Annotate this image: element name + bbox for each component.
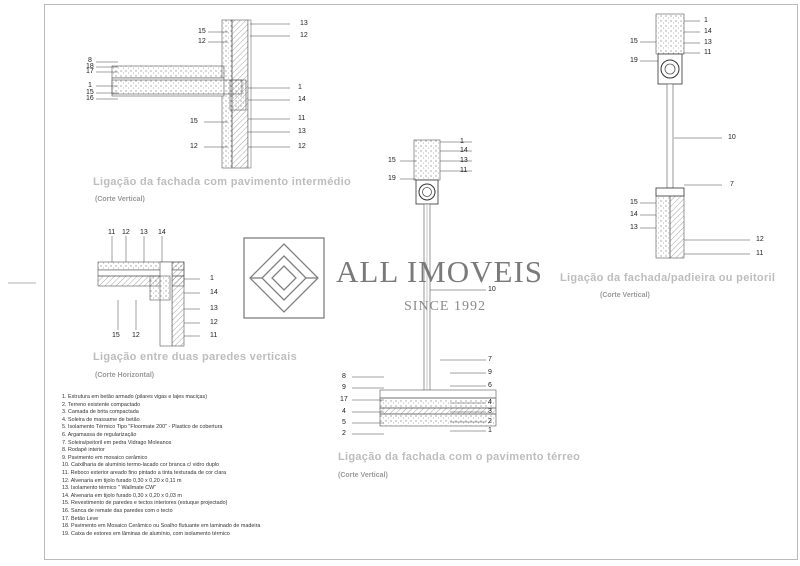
subtitle-intermediate: (Corte Vertical) [95, 196, 145, 203]
drawing-frame [44, 4, 798, 560]
callout: 17 [86, 68, 94, 75]
callout: 10 [728, 134, 736, 141]
legend-item: 1. Estrutura em betão armado (pilares vi… [62, 394, 208, 400]
callout: 14 [460, 147, 468, 154]
title-parapet: Ligação da fachada/padieira ou peitoril [560, 272, 776, 284]
callout: 1 [298, 84, 302, 91]
subtitle-walls: (Corte Horizontal) [95, 372, 155, 379]
legend-item: 3. Camada de brita compactada [62, 409, 139, 416]
legend-item: 5. Isolamento Térmico Tipo "Floormate 20… [62, 424, 223, 431]
callout: 19 [388, 175, 396, 182]
callout: 11 [108, 229, 116, 236]
legend-item: 18. Pavimento em Mosaico Cerâmico ou Soa… [62, 523, 261, 530]
detail-parapet [640, 13, 750, 259]
legend-item: 13. Isolamento térmico " Wallmate CW" [62, 485, 157, 492]
callout: 12 [298, 143, 306, 150]
callout: 18 [86, 63, 94, 70]
callout: 1 [704, 17, 708, 24]
title-walls: Ligação entre duas paredes verticais [93, 351, 297, 363]
detail-intermediate-floor [96, 19, 290, 169]
legend-item: 11. Reboco exterior areado fino pintado … [62, 469, 227, 476]
callout: 15 [630, 38, 638, 45]
callout: 12 [132, 332, 140, 339]
callout: 14 [298, 96, 306, 103]
detail-wall-corner [97, 236, 200, 347]
detail-ground-floor [352, 139, 497, 435]
subtitle-ground: (Corte Vertical) [338, 472, 388, 479]
callout: 12 [122, 229, 130, 236]
callout: 12 [300, 32, 308, 39]
callout: 3 [488, 408, 492, 415]
callout: 16 [86, 95, 94, 102]
callout: 12 [198, 38, 206, 45]
callout: 15 [198, 28, 206, 35]
legend-item: 4. Soleira de massame de betão [62, 416, 140, 423]
callout: 1 [460, 138, 464, 145]
callout: 19 [630, 57, 638, 64]
legend-item: 6. Argamassa de regularização [62, 431, 137, 438]
callout: 15 [630, 199, 638, 206]
callout: 15 [112, 332, 120, 339]
callout: 11 [756, 250, 764, 257]
callout: 4 [342, 408, 346, 415]
callout: 10 [488, 286, 496, 293]
callout: 9 [342, 384, 346, 391]
callout: 13 [210, 305, 218, 312]
callout: 14 [210, 289, 218, 296]
callout: 11 [460, 167, 468, 174]
callout: 12 [210, 319, 218, 326]
title-ground: Ligação da fachada com o pavimento térre… [338, 451, 581, 463]
callout: 15 [190, 118, 198, 125]
callout: 15 [86, 89, 94, 96]
watermark-logo [243, 237, 325, 319]
legend-item: 16. Sanca de remate das paredes com o te… [62, 507, 173, 514]
callout: 14 [158, 229, 166, 236]
legend-item: 17. Betão Leve [62, 515, 99, 522]
legend-item: 19. Caixa de estores em lâminas de alumí… [62, 530, 230, 537]
legend-item: 2. Terreno existente compactado [62, 401, 141, 408]
materials-legend: 1. Estrutura em betão armado (pilares vi… [62, 394, 260, 538]
callout: 13 [704, 39, 712, 46]
legend-item: 10. Caixilharia de alumínio termo-lacado… [62, 462, 220, 469]
callout: 7 [730, 181, 734, 188]
title-intermediate: Ligação da fachada com pavimento intermé… [93, 176, 352, 188]
callout: 14 [704, 28, 712, 35]
callout: 13 [460, 157, 468, 164]
watermark-since: SINCE 1992 [404, 299, 486, 314]
callout: 2 [488, 418, 492, 425]
watermark-name: ALL IMOVEIS [336, 254, 544, 289]
callout: 17 [340, 396, 348, 403]
callout: 5 [342, 419, 346, 426]
callout: 1 [88, 82, 92, 89]
callout: 14 [630, 211, 638, 218]
legend-item: 9. Pavimento em mosaico cerâmico [62, 454, 148, 461]
callout: 6 [488, 382, 492, 389]
callout: 8 [342, 373, 346, 380]
callout: 4 [488, 399, 492, 406]
legend-item: 7. Soleira/peitoril em pedra Vidrago Mol… [62, 439, 172, 446]
legend-item: 14. Alvenaria em tijolo furado 0,30 x 0,… [62, 492, 182, 499]
callout: 9 [488, 369, 492, 376]
callout: 13 [140, 229, 148, 236]
callout: 7 [488, 356, 492, 363]
legend-item: 15. Revestimento de paredes e tectos int… [62, 500, 228, 507]
legend-item: 12. Alvenaria em tijolo furado 0,30 x 0,… [62, 477, 182, 484]
callout: 1 [210, 275, 214, 282]
callout: 2 [342, 430, 346, 437]
callout: 11 [298, 115, 306, 122]
callout: 15 [388, 157, 396, 164]
callout: 8 [88, 57, 92, 64]
callout: 13 [300, 20, 308, 27]
callout: 12 [190, 143, 198, 150]
callout: 12 [756, 236, 764, 243]
callout: 1 [488, 427, 492, 434]
callout: 11 [704, 49, 712, 56]
legend-item: 8. Rodapé interior [62, 447, 105, 454]
callout: 11 [210, 332, 218, 339]
callout: 13 [630, 224, 638, 231]
subtitle-parapet: (Corte Vertical) [600, 292, 650, 299]
callout: 13 [298, 128, 306, 135]
